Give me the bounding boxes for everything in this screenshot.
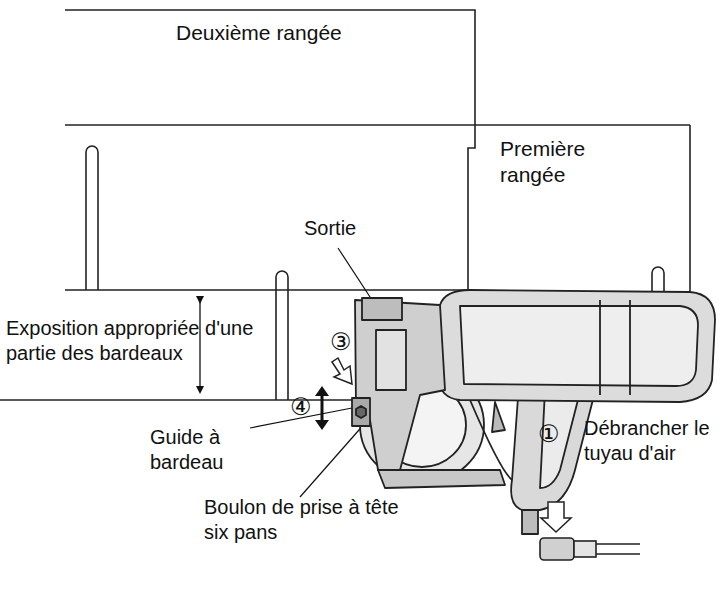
hose-coupler (540, 538, 574, 560)
air-plug (522, 510, 538, 534)
adjust-arrow (315, 386, 329, 430)
leader-line (338, 248, 372, 300)
feeder (376, 330, 406, 390)
leader-line (300, 422, 366, 497)
part-label: Guide à bardeau (150, 425, 250, 475)
row-label: Première rangée (500, 136, 640, 189)
shingle-slot (86, 146, 98, 290)
trigger-guard (470, 400, 512, 480)
shingle-row: Deuxième rangée (176, 20, 416, 46)
nailer-base (378, 470, 505, 488)
callout-number: ③ (330, 330, 360, 354)
hose-sleeve (574, 541, 596, 557)
body-seam (600, 300, 630, 395)
part-label: Sortie (304, 216, 384, 241)
instruction-label: Débrancher le tuyau d'air (584, 416, 722, 466)
disconnect-arrow (541, 502, 571, 532)
dimension-label: Exposition appropriée d'une partie des b… (6, 316, 268, 366)
exit-outlet (362, 298, 402, 320)
shingle-slot (276, 271, 288, 400)
trigger (492, 402, 505, 432)
callout-number: ① (538, 422, 568, 446)
nailer-body (438, 290, 715, 402)
hose (596, 544, 640, 554)
first-row-outline (65, 125, 475, 290)
leader-lines (250, 248, 372, 497)
second-row-outline (65, 10, 475, 125)
part-label: Boulon de prise à tête six pans (204, 495, 404, 545)
exposure-dimension (199, 300, 200, 390)
row-line (65, 124, 690, 126)
callout-number: ④ (290, 395, 320, 419)
coil-nailer (352, 290, 715, 534)
hex-bolt (356, 406, 366, 418)
nose-piece (355, 300, 445, 470)
body-panel (460, 306, 698, 386)
air-hose (540, 538, 640, 560)
loosen-arrow (332, 358, 352, 384)
shingle-guide (352, 398, 370, 426)
row-label: Deuxième rangée (176, 20, 416, 46)
shingle-row: Première rangée (500, 136, 640, 189)
